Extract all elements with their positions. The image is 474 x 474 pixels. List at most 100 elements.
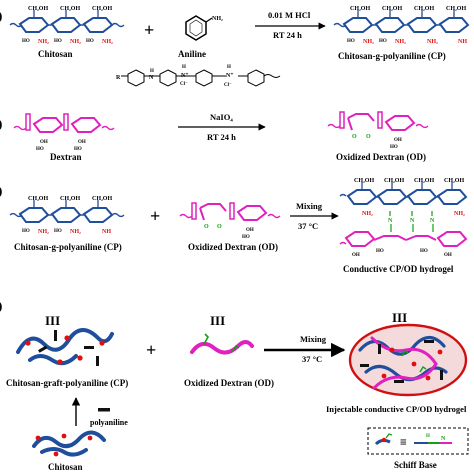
panel-c: ) CH₂OH CH₂OH CH₂OH HO HO NH₂ NH₂ NH Chi… [0,178,467,274]
gel-n-3: N [430,218,435,224]
aniline-structure: NH₂ [185,15,223,41]
cp-label-c: Chitosan-g-polyaniline (CP) [14,242,122,252]
od-ho: HO [390,145,398,150]
odc-o-1: O [204,224,209,230]
condition-b-bottom: RT 24 h [207,132,236,142]
gel-ch2oh-3: CH₂OH [414,178,434,184]
chitosan-ch2oh-2: CH₂OH [60,6,80,12]
plus-c: + [150,206,160,226]
panel-a-marker: ) [0,8,2,23]
gel-ch2oh-4: CH₂OH [444,178,464,184]
panel-a: ) CH₂OH CH₂OH CH₂OH HO HO HO NH₂ NH₂ NH₂… [0,6,469,88]
gel-ch2oh-1: CH₂OH [354,178,374,184]
aniline-label: Aniline [178,49,206,59]
dextran-structure: OH OH HO HO [13,113,115,152]
cpc-nh2-1: NH₂ [38,229,49,235]
pani-r: R [116,75,121,81]
gel-n-2: N [410,218,415,224]
schiff-equiv: ≡ [400,435,407,449]
hydrogel-label-d: Injectable conductive CP/OD hydrogel [326,404,467,414]
gel-oh-1: OH [352,253,360,258]
pani-h-3: H [227,65,231,70]
chitosan-ch2oh-3: CH₂OH [92,6,112,12]
od-label-d: Oxidized Dextran (OD) [184,378,274,388]
cpc-ch2oh-1: CH₂OH [28,196,48,202]
odc-o-2: O [217,224,222,230]
chitosan-structure: CH₂OH CH₂OH CH₂OH HO HO HO NH₂ NH₂ NH₂ [9,6,125,45]
pani-cl-1: Cl⁻ [180,82,188,87]
pani-h-2: H [182,65,186,70]
dextran-oh-2: OH [78,140,86,145]
cpc-nh-3: NH [102,229,111,235]
cp-ch2oh-3: CH₂OH [414,6,434,12]
cp-nh2-1: NH₂ [363,39,374,45]
panel-d: ) III III III Chitosan-graft-polyaniline… [0,298,469,472]
dextran-oh-1: OH [40,140,48,145]
odc-ho: HO [242,235,250,240]
cpc-ch2oh-3: CH₂OH [92,196,112,202]
polyaniline-label: polyaniline [90,418,128,427]
cp-nh2-3: NH₂ [427,39,438,45]
cp-ch2oh-4: CH₂OH [446,6,466,12]
roman-od: III [210,313,225,328]
roman-cp: III [45,313,60,328]
cp-ho-2: HO [379,39,387,44]
cp-structure-c: CH₂OH CH₂OH CH₂OH HO HO NH₂ NH₂ NH [9,196,125,235]
panel-d-marker: ) [0,298,2,313]
cp-structure: CH₂OH CH₂OH CH₂OH CH₂OH HO HO NH₂ NH₂ NH… [333,6,469,45]
cp-ch2oh-2: CH₂OH [382,6,402,12]
hydrogel-cartoon [348,323,468,397]
odc-oh: OH [246,228,254,233]
cp-label-d: Chitosan-graft-polyaniline (CP) [6,378,128,388]
polyaniline-swatch [98,408,110,412]
gel-ch2oh-2: CH₂OH [384,178,404,184]
chitosan-ho-2: HO [54,39,62,44]
aniline-nh2: NH₂ [212,16,223,22]
gel-n-1: N [388,218,393,224]
schiff-h: H [426,434,430,439]
gel-nh2-1: NH₂ [362,211,373,217]
cp-ch2oh-1: CH₂OH [350,6,370,12]
hydrogel-label: Conductive CP/OD hydrogel [343,264,454,274]
gel-nh2-2: NH₂ [454,211,465,217]
chitosan-nh2-1: NH₂ [38,39,49,45]
cp-label: Chitosan-g-polyaniline (CP) [338,51,446,61]
chitosan-ho-1: HO [22,39,30,44]
chitosan-cartoon [32,430,106,457]
od-oh: OH [394,138,402,143]
pani-n-plus-2: N⁺ [226,73,234,79]
gel-ho-1: HO [376,249,384,254]
od-o-1: O [352,134,357,140]
schiff-base-legend: ≡ H N [367,427,469,455]
condition-a-top: 0.01 M HCl [268,10,311,20]
cp-cartoon [16,328,114,366]
dextran-label: Dextran [50,152,82,162]
plus-a: + [144,20,154,40]
od-label: Oxidized Dextran (OD) [336,152,426,162]
cp-nh2-2: NH₂ [395,39,406,45]
od-structure: O O OH HO [327,111,429,150]
od-cartoon [190,333,254,355]
polyaniline-structure: R H N H N⁺ Cl⁻ H N⁺ Cl⁻ [116,65,281,88]
condition-c-top: Mixing [296,201,323,211]
schiff-n: N [441,436,446,442]
plus-d: + [146,340,156,360]
cp-ho-1: HO [347,39,355,44]
chitosan-ho-3: HO [86,39,94,44]
condition-b-top: NaIO₄ [210,112,233,122]
pani-h-1: H [150,69,154,74]
cpc-ho-2: HO [54,229,62,234]
chitosan-nh2-3: NH₂ [102,39,113,45]
cpc-ch2oh-2: CH₂OH [60,196,80,202]
chitosan-label-d: Chitosan [48,462,83,472]
gel-oh-2: OH [444,253,452,258]
pani-cl-2: Cl⁻ [224,83,232,88]
cpc-ho-1: HO [22,229,30,234]
panel-c-marker: ) [0,183,2,198]
condition-d-top: Mixing [300,334,327,344]
panel-b: ) OH OH HO HO Dextran NaIO₄ RT 24 h O O [0,111,429,162]
panel-b-marker: ) [0,116,2,131]
cp-nh-4: NH [458,39,467,45]
condition-d-bottom: 37 °C [302,354,322,364]
